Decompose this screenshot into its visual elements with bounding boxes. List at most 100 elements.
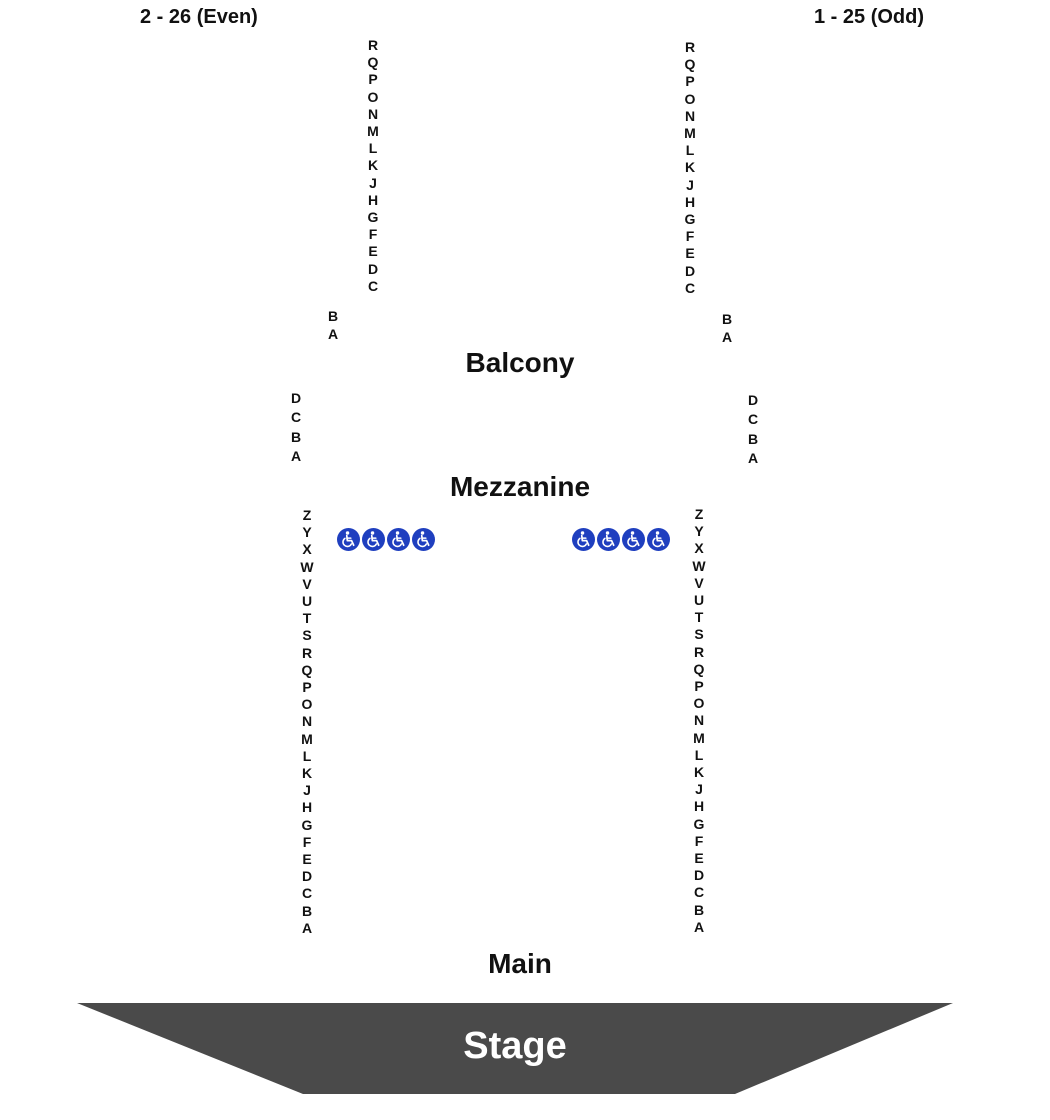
- row-letter: K: [684, 159, 696, 176]
- row-letter: G: [301, 816, 313, 833]
- row-letter: M: [301, 730, 313, 747]
- row-letter: O: [684, 90, 696, 107]
- wheelchair-icon: [597, 528, 620, 551]
- row-letter: B: [747, 430, 759, 447]
- row-letter: P: [368, 71, 378, 88]
- row-letter: B: [327, 308, 339, 324]
- row-letter: X: [694, 540, 704, 557]
- row-letter: U: [301, 593, 313, 610]
- row-letter: Q: [301, 661, 313, 678]
- row-letter: M: [684, 125, 696, 142]
- row-letter: B: [693, 901, 705, 918]
- row-letter: W: [300, 558, 314, 575]
- row-letter: Y: [694, 523, 704, 540]
- row-letter: D: [693, 867, 705, 884]
- main-label: Main: [488, 948, 552, 979]
- row-letter: L: [302, 747, 312, 764]
- row-letter: B: [721, 311, 733, 327]
- row-letter: J: [686, 176, 694, 193]
- row-letter: K: [693, 764, 705, 781]
- stage-polygon: [77, 1003, 953, 1094]
- row-letter: K: [367, 157, 379, 174]
- row-letter: P: [302, 679, 312, 696]
- seat-range-right: 1 - 25 (Odd): [814, 6, 925, 28]
- wheelchair-icon: [647, 528, 670, 551]
- row-letter: M: [367, 123, 379, 140]
- row-letter: C: [747, 411, 759, 428]
- row-letter: T: [694, 609, 704, 626]
- wheelchair-icon: [362, 528, 385, 551]
- row-letter: N: [367, 105, 379, 122]
- row-letter: M: [693, 729, 705, 746]
- row-letter: Z: [694, 506, 704, 522]
- row-letter: C: [693, 884, 705, 901]
- row-letter: J: [369, 174, 377, 191]
- row-letter: C: [290, 409, 302, 426]
- row-letter: J: [695, 781, 703, 798]
- row-letter: O: [301, 696, 313, 713]
- row-letter: V: [302, 575, 312, 592]
- row-letter: H: [684, 193, 696, 210]
- row-letter: L: [685, 142, 695, 159]
- row-letter: H: [693, 798, 705, 815]
- row-letter: A: [721, 329, 733, 345]
- row-letter: P: [685, 73, 695, 90]
- row-letter: A: [747, 449, 759, 466]
- row-letter: S: [694, 626, 704, 643]
- wheelchair-icon: [337, 528, 360, 551]
- row-letter: D: [301, 868, 313, 885]
- row-letter: X: [302, 541, 312, 558]
- row-letter: R: [684, 39, 696, 55]
- row-letter: H: [367, 191, 379, 208]
- row-letter: P: [694, 678, 704, 695]
- row-letter: A: [693, 918, 705, 935]
- row-letter: Q: [367, 54, 379, 71]
- row-letter: N: [693, 712, 705, 729]
- row-letter: F: [368, 226, 378, 243]
- row-letter: B: [290, 428, 302, 445]
- row-letter: A: [301, 919, 313, 936]
- wheelchair-seats-right: [572, 528, 670, 551]
- row-letter: Q: [693, 660, 705, 677]
- wheelchair-icon: [622, 528, 645, 551]
- row-letter: F: [302, 833, 312, 850]
- row-letter: D: [747, 392, 759, 408]
- row-letter: D: [367, 260, 379, 277]
- row-letter: O: [367, 88, 379, 105]
- wheelchair-seats-left: [337, 528, 435, 551]
- seat-range-left: 2 - 26 (Even): [140, 6, 258, 28]
- row-letter: E: [694, 850, 704, 867]
- row-letter: Y: [302, 524, 312, 541]
- stage: Stage: [77, 1003, 953, 1094]
- row-letter: Z: [302, 507, 312, 523]
- row-letter: T: [302, 610, 312, 627]
- row-letter: C: [301, 885, 313, 902]
- row-letter: G: [367, 209, 379, 226]
- mezzanine-label: Mezzanine: [449, 471, 591, 502]
- row-letter: E: [368, 243, 378, 260]
- row-letter: W: [692, 557, 706, 574]
- row-letter: D: [684, 262, 696, 279]
- row-letter: F: [694, 832, 704, 849]
- row-letter: E: [302, 851, 312, 868]
- row-letter: R: [367, 37, 379, 53]
- stage-label: Stage: [463, 1025, 567, 1067]
- row-letter: L: [368, 140, 378, 157]
- row-letter: H: [301, 799, 313, 816]
- row-letter: U: [693, 592, 705, 609]
- row-letter: F: [685, 228, 695, 245]
- row-letter: S: [302, 627, 312, 644]
- row-letter: G: [693, 815, 705, 832]
- wheelchair-icon: [387, 528, 410, 551]
- row-letter: A: [290, 447, 302, 464]
- row-letter: K: [301, 765, 313, 782]
- row-letter: C: [684, 279, 696, 296]
- row-letter: G: [684, 211, 696, 228]
